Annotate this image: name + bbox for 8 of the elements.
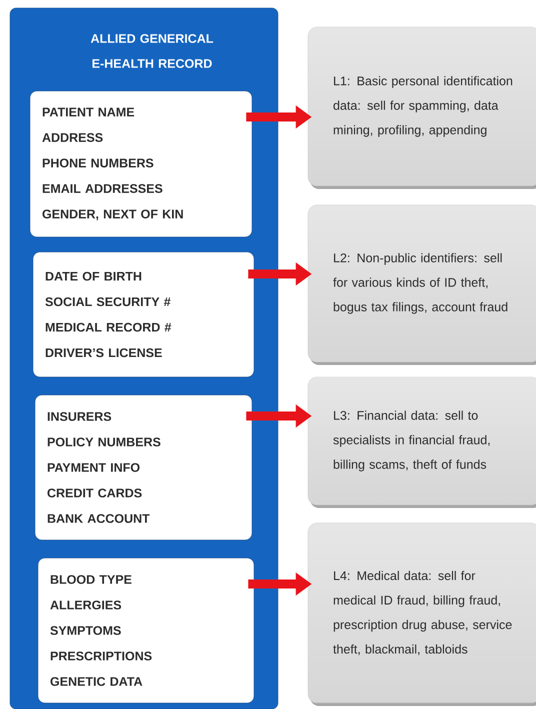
description-box: L2: Non-public identifiers: sell for various kinds of ID theft, bogus tax filings, account fraud — [308, 204, 536, 365]
description-box: L1: Basic personal identification data: sell for spamming, data mining, profiling, appending — [308, 26, 536, 189]
data-list-box: PATIENT NAME ADDRESS PHONE NUMBERS EMAIL ADDRESSES GENDER, NEXT OF KIN — [30, 90, 252, 238]
description-box: L4: Medical data: sell for medical ID fraud, billing fraud, prescription drug abuse, service theft, blackmail, tabloids — [308, 522, 536, 706]
description-box: L3: Financial data: sell to specialists in financial fraud, billing scams, theft of funds — [308, 376, 536, 508]
data-list-box: DATE OF BIRTH SOCIAL SECURITY # MEDICAL RECORD # DRIVER’S LICENSE — [32, 252, 254, 378]
data-list-box: INSURERS POLICY NUMBERS PAYMENT INFO CREDIT CARDS BANK ACCOUNT — [34, 394, 252, 540]
data-list-box: BLOOD TYPE ALLERGIES SYMPTOMS PRESCRIPTIONS GENETIC DATA — [38, 558, 254, 704]
